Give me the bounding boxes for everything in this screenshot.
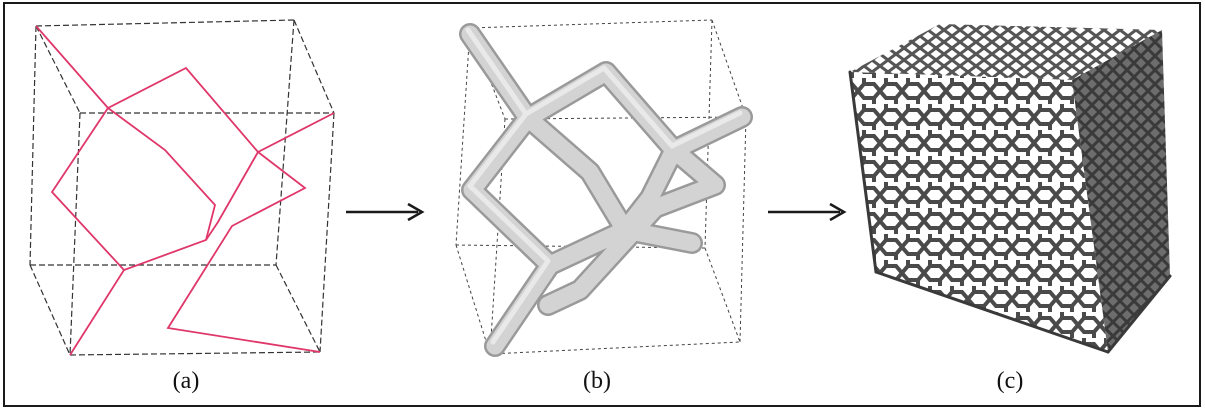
struts-b — [461, 25, 751, 355]
caption-c: (c) — [996, 368, 1024, 394]
arrow-b-to-c — [768, 202, 847, 222]
network-lines-a — [35, 25, 335, 356]
struts-highlight-b — [465, 27, 743, 345]
panel-c-lattice-block — [848, 24, 1172, 354]
panel-b-strut-unit-cell — [455, 19, 753, 357]
caption-a: (a) — [172, 368, 200, 394]
caption-b: (b) — [583, 368, 611, 394]
lattice-left-face — [850, 72, 1108, 352]
lattice-edges — [848, 70, 1172, 354]
arrow-a-to-b — [346, 202, 425, 222]
panel-a-cube-network — [29, 19, 335, 356]
cube-wireframe-a — [29, 19, 335, 356]
